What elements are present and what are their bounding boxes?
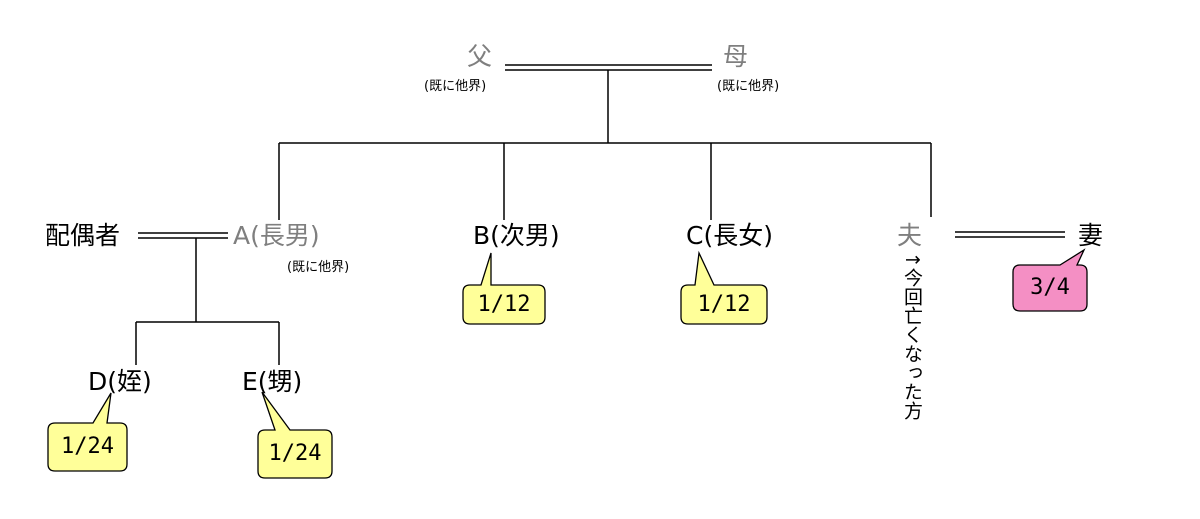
mother-label: 母: [723, 42, 749, 71]
father-deceased-note: (既に他界): [424, 79, 487, 94]
child-a-deceased-note: (既に他界): [287, 260, 350, 275]
callout-wife: [1012, 248, 1088, 312]
wife-label: 妻: [1078, 221, 1104, 250]
spouse-of-a-label: 配偶者: [45, 221, 121, 250]
callout-b: [462, 252, 546, 325]
child-a-label: A(長男): [233, 221, 320, 250]
husband-label: 夫: [897, 221, 923, 250]
husband-deceased-note: ↑今回亡くなった方: [901, 252, 923, 420]
grandchild-d-label: D(姪): [88, 367, 152, 396]
child-c-label: C(長女): [686, 221, 773, 250]
callout-d: [47, 392, 128, 472]
mother-deceased-note: (既に他界): [717, 79, 780, 94]
callout-c: [680, 250, 768, 325]
father-label: 父: [467, 42, 493, 71]
callout-e: [257, 391, 333, 479]
child-b-label: B(次男): [473, 221, 560, 250]
grandchild-e-label: E(甥): [242, 367, 303, 396]
